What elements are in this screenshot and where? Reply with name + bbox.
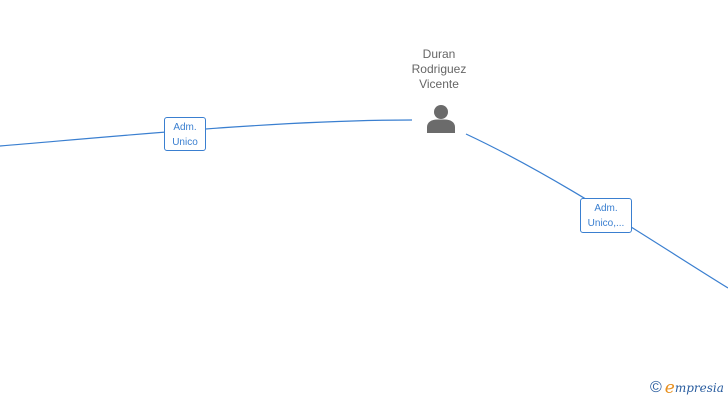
brand-initial: e xyxy=(664,378,675,398)
brand-name: mpresia xyxy=(674,381,724,395)
person-name-line: Rodriguez xyxy=(411,62,467,76)
person-name-line: Duran xyxy=(422,47,456,61)
person-name[interactable]: Duran Rodriguez Vicente xyxy=(388,47,490,92)
empresia-watermark[interactable]: © e mpresia xyxy=(650,378,724,398)
copyright-icon: © xyxy=(650,379,662,396)
person-name-line: Vicente xyxy=(419,77,459,91)
relation-label-line: Adm. xyxy=(173,122,197,133)
relation-label-line: Adm. xyxy=(594,203,618,214)
relation-label-right[interactable]: Adm. Unico,... xyxy=(580,198,632,233)
edge-left-to-person xyxy=(0,119,413,147)
relation-label-line: Unico,... xyxy=(587,218,625,229)
relation-label-left[interactable]: Adm. Unico xyxy=(164,117,206,151)
relation-label-line: Unico xyxy=(172,137,198,148)
person-icon[interactable] xyxy=(425,103,457,133)
